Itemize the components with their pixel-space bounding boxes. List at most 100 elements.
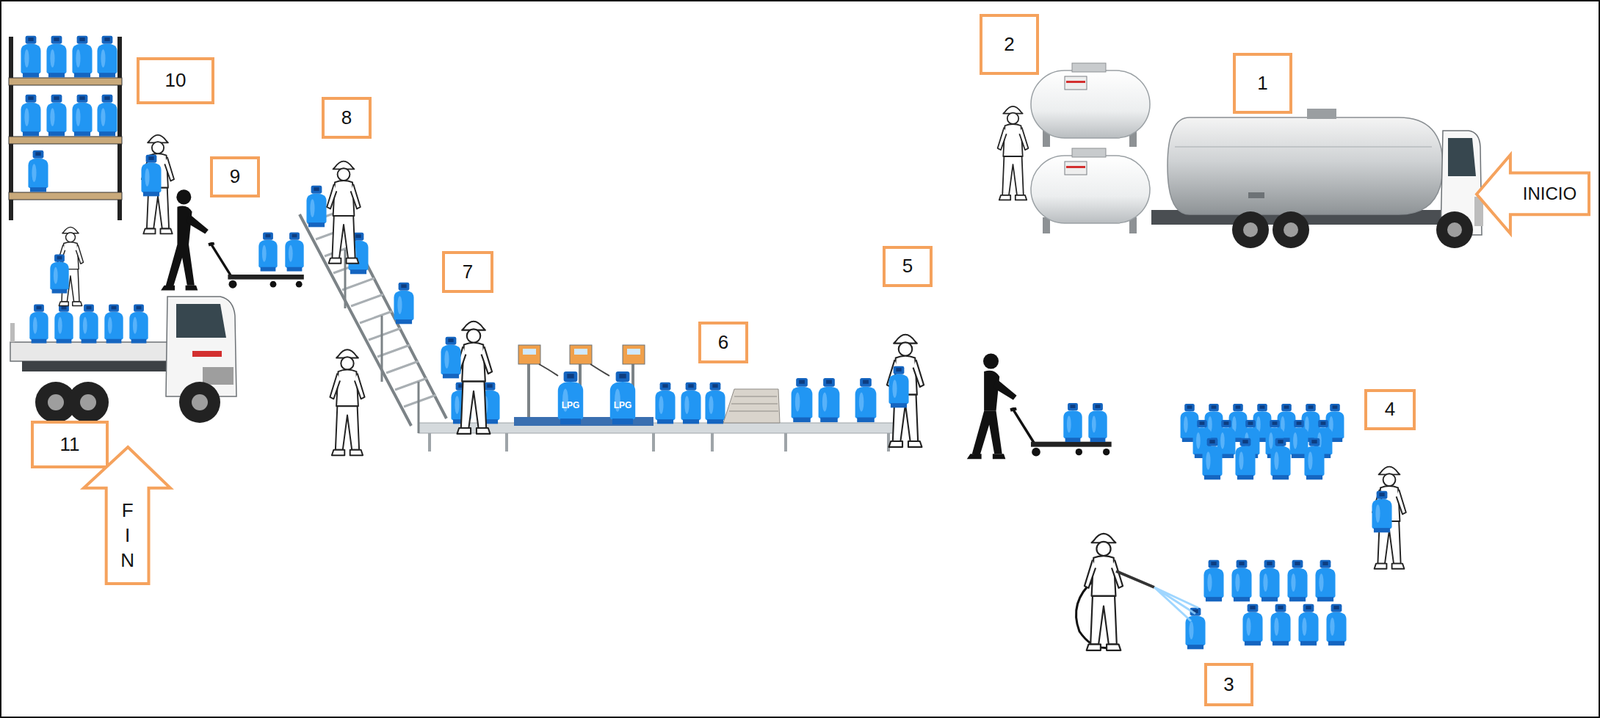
cylinder-marking: LPG (561, 400, 581, 411)
storage-shelf (96, 94, 117, 137)
end-arrow: F I N (83, 447, 171, 584)
washing-station (1326, 604, 1346, 647)
storage-tanks (1064, 76, 1087, 90)
washing-station (1259, 560, 1280, 603)
filling-line (791, 378, 813, 423)
cylinder-stock (1202, 438, 1222, 481)
callout-number: 7 (462, 259, 473, 285)
cylinder-stock (1304, 438, 1324, 481)
filling-line (522, 348, 537, 355)
washing-station (1270, 604, 1291, 647)
end-arrow-outline (83, 447, 171, 584)
washing-station (1287, 560, 1308, 603)
storage-shelf (96, 35, 117, 78)
washing-station (1116, 571, 1155, 588)
delivery-truck (10, 342, 172, 362)
filling-line (887, 334, 924, 448)
tanker-truck (1232, 211, 1269, 249)
filling-line (723, 389, 780, 423)
delivery-truck (80, 394, 97, 411)
cylinder-stock (1270, 438, 1291, 481)
delivery-truck (202, 367, 234, 385)
callout-box: 8 (321, 96, 372, 139)
delivery-truck (79, 303, 98, 343)
callout-number: 2 (1003, 32, 1015, 58)
delivery-truck (67, 381, 109, 423)
filling-line (855, 378, 877, 423)
pallet-jack-storage (160, 189, 209, 291)
storage-shelf (20, 94, 41, 137)
storage-tanks (1072, 63, 1106, 72)
delivery-truck (47, 394, 64, 411)
cylinder-marking: LPG (613, 400, 633, 411)
roller-conveyor (326, 161, 361, 264)
delivery-truck (129, 303, 148, 343)
arrow-text-area: F I N (106, 488, 150, 584)
tanker-truck (1436, 211, 1473, 249)
callout-box: 5 (882, 245, 933, 288)
washing-station (1242, 604, 1263, 647)
delivery-truck (10, 323, 15, 343)
callout-number: 8 (341, 105, 352, 131)
filling-line (455, 321, 492, 434)
filling-line (680, 382, 701, 425)
washing-station (1076, 533, 1347, 651)
cylinder-stock (1372, 467, 1407, 570)
filling-line (610, 371, 636, 425)
filling-line (888, 366, 909, 409)
delivery-truck (29, 303, 48, 343)
filling-line (418, 321, 924, 452)
roller-conveyor (299, 161, 447, 456)
arrow-text-area: INICIO (1510, 173, 1589, 216)
callout-number: 10 (165, 68, 187, 94)
cylinder-stock (1235, 438, 1255, 481)
storage-shelf (27, 150, 48, 193)
filling-line (440, 337, 461, 379)
callout-number: 5 (902, 254, 913, 280)
delivery-truck (176, 303, 227, 338)
washing-station (1231, 560, 1252, 603)
washing-station (1203, 560, 1224, 603)
delivery-truck (179, 381, 221, 423)
pallet-jack-storage (140, 135, 304, 291)
storage-tanks (1066, 165, 1086, 169)
filling-line (574, 348, 588, 355)
filling-line (627, 348, 641, 355)
delivery-truck (191, 394, 208, 411)
delivery-truck (104, 303, 123, 343)
filling-line (518, 345, 541, 365)
tanker-truck (1307, 108, 1337, 119)
pallet-jack-transport (967, 353, 1017, 460)
arrow-label: F I N (120, 498, 136, 573)
storage-tanks (1066, 80, 1086, 83)
delivery-truck (49, 254, 69, 293)
callout-number: 6 (718, 330, 729, 356)
storage-tanks (1064, 161, 1087, 175)
tanker-truck (1283, 222, 1299, 238)
filling-line (569, 345, 592, 365)
callout-box: 7 (442, 251, 494, 293)
pallet-jack-storage (141, 135, 175, 235)
storage-tanks (1030, 155, 1150, 224)
callout-number: 11 (60, 432, 81, 458)
callout-box: 9 (210, 156, 260, 198)
filling-line (729, 396, 779, 412)
delivery-truck (54, 303, 73, 343)
storage-tanks (1030, 70, 1150, 139)
callout-number: 1 (1257, 71, 1268, 97)
storage-shelf (8, 35, 122, 221)
roller-conveyor (299, 202, 447, 426)
washing-station (1185, 607, 1205, 650)
roller-conveyor (306, 211, 437, 407)
callout-box: 1 (1232, 52, 1293, 114)
callout-number: 3 (1223, 672, 1234, 698)
pallet-jack-transport (1063, 403, 1082, 443)
cylinder-stock (1371, 491, 1392, 534)
filling-line (429, 433, 889, 452)
storage-shelf (46, 35, 67, 78)
callout-box: 6 (698, 321, 749, 364)
callout-box: 3 (1204, 663, 1254, 707)
storage-shelf (71, 35, 92, 78)
delivery-truck (165, 296, 237, 397)
